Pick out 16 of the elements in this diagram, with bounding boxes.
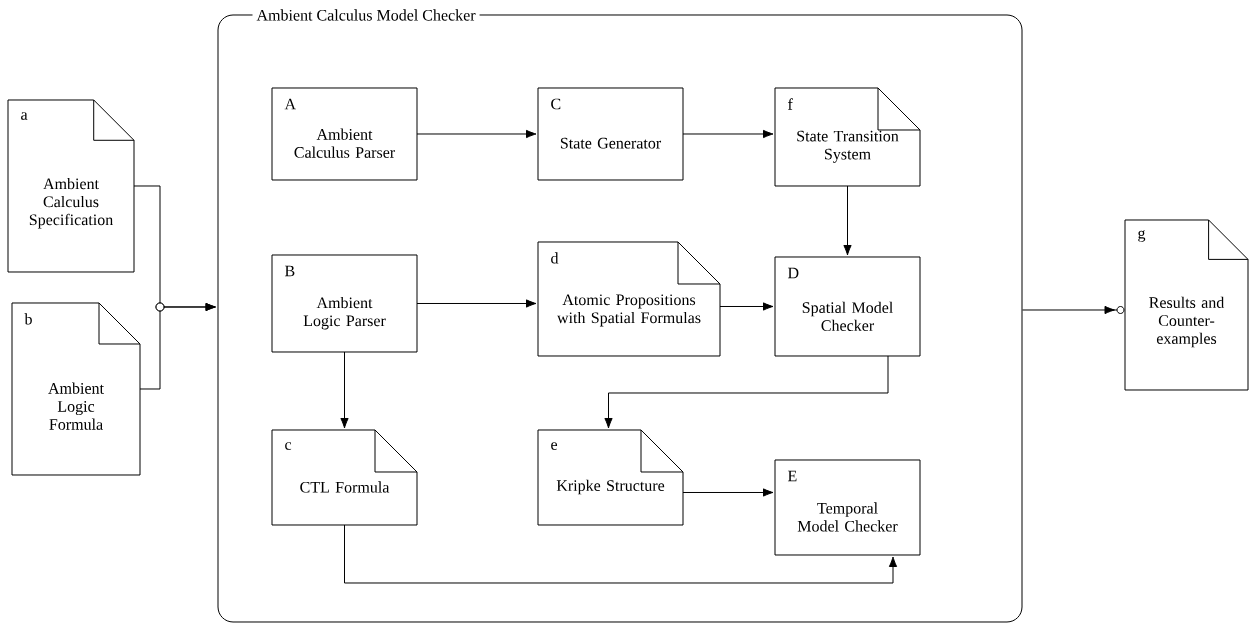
arrow <box>843 185 852 256</box>
arrow <box>682 488 774 497</box>
arrow <box>604 355 889 429</box>
process-box: B Ambient Logic Parser <box>271 254 418 353</box>
process-box: E Temporal Model Checker <box>774 459 921 556</box>
arrow <box>682 129 774 139</box>
process-box: C State Generator <box>537 87 684 181</box>
arrow <box>340 351 349 429</box>
arrow <box>416 129 537 139</box>
process-box: A Ambient Calculus Parser <box>271 87 418 181</box>
arrow <box>139 302 216 390</box>
arrow <box>344 524 898 584</box>
arrow <box>1022 305 1125 315</box>
arrow <box>719 302 774 311</box>
arrow <box>416 299 537 308</box>
process-box: D Spatial Model Checker <box>774 256 921 357</box>
